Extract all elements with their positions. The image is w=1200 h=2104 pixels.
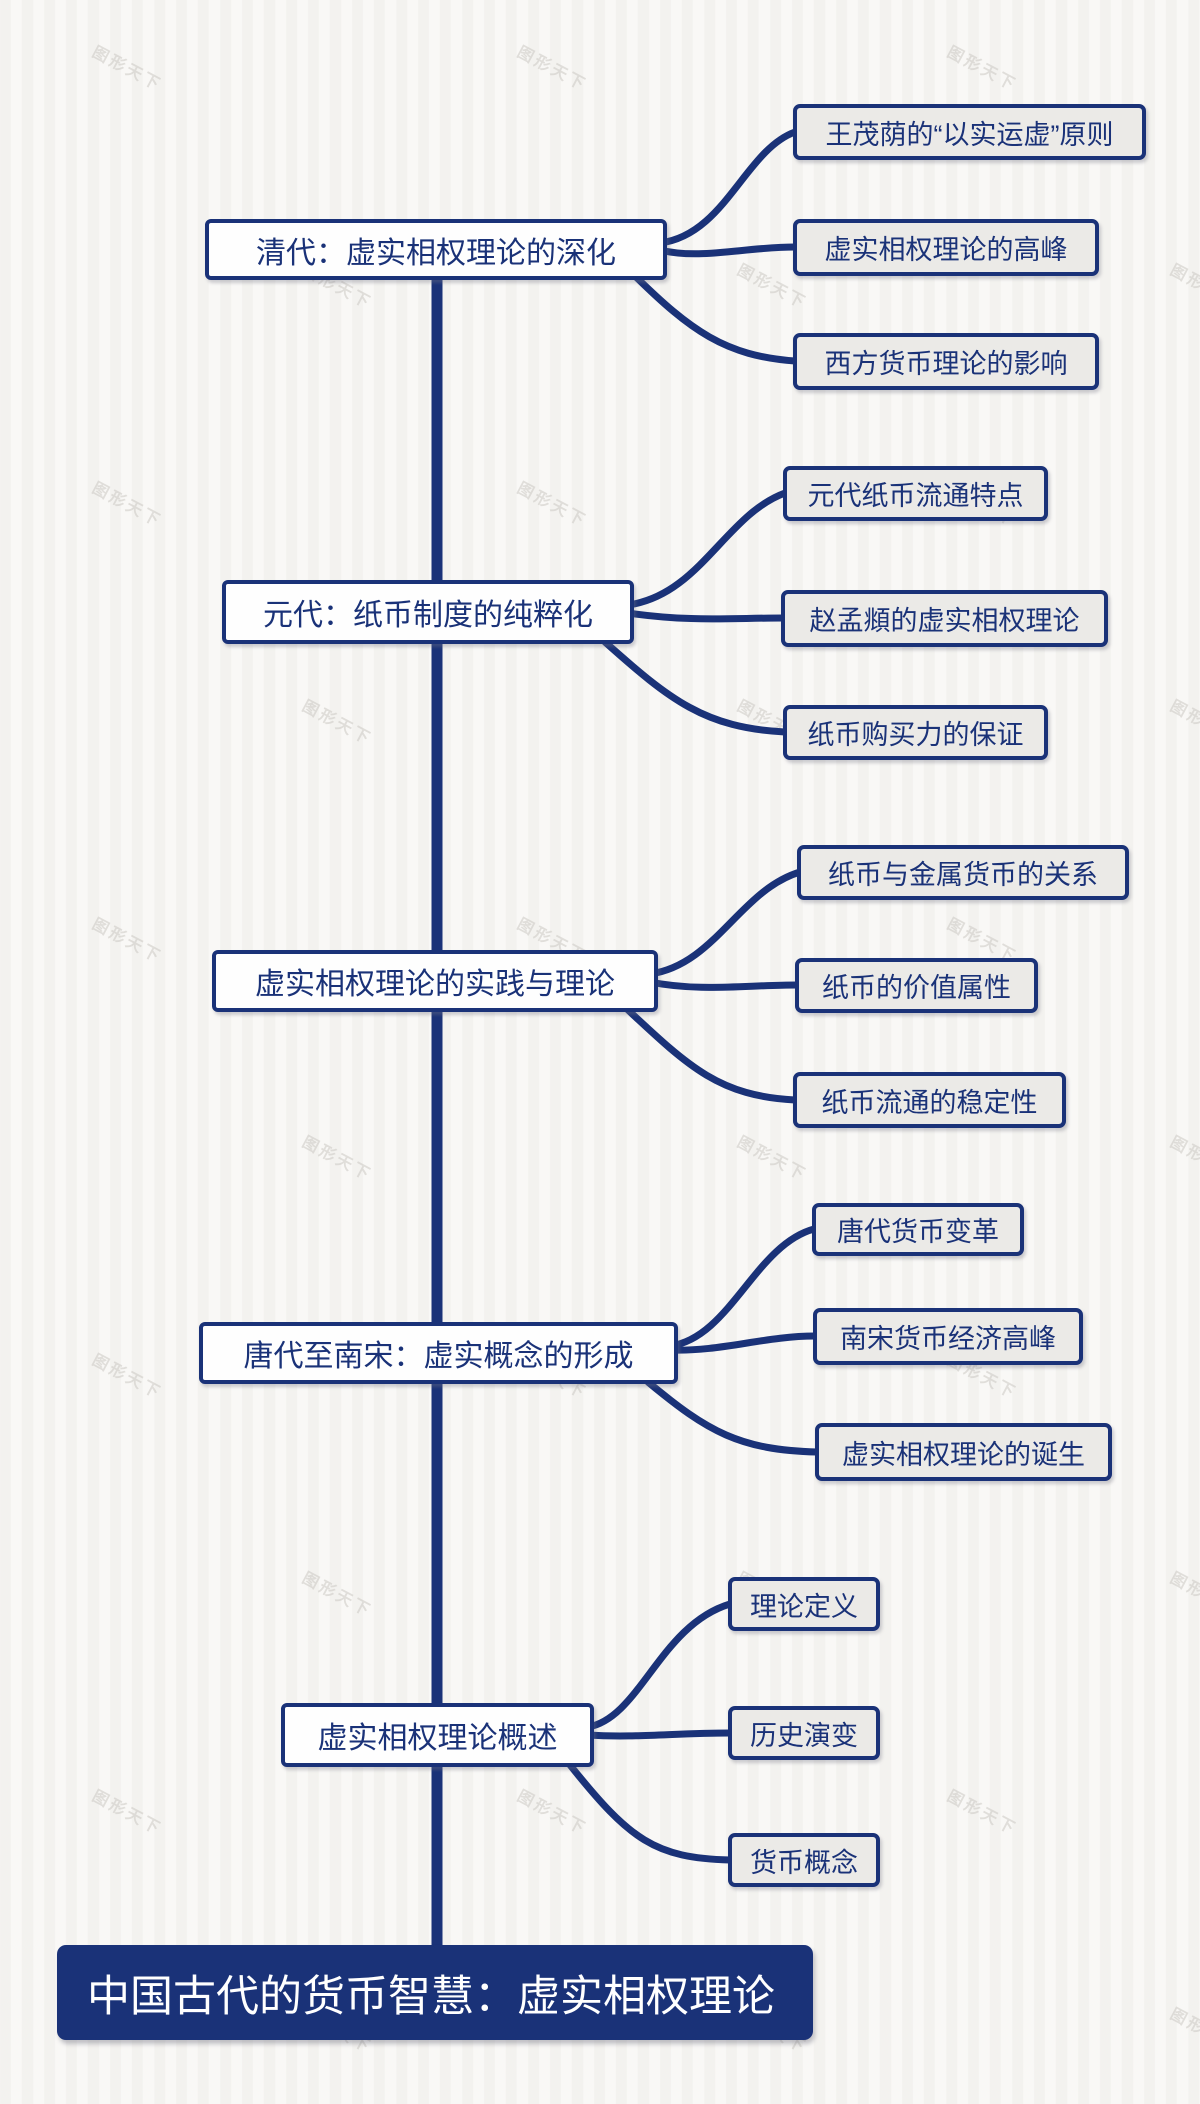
branch-connector <box>601 638 789 736</box>
subtopic-node-circulation-stability[interactable]: 纸币流通的稳定性 <box>793 1072 1066 1128</box>
subtopic-node-history-evolution[interactable]: 历史演变 <box>728 1706 880 1760</box>
branch-connector <box>656 243 799 258</box>
subtopic-node-value-attribute[interactable]: 纸币的价值属性 <box>795 958 1038 1013</box>
topic-node-tang-song[interactable]: 唐代至南宋：虚实概念的形成 <box>199 1322 678 1384</box>
branch-connector <box>646 868 804 978</box>
subtopic-node-purchasing-power[interactable]: 纸币购买力的保证 <box>783 705 1048 760</box>
topic-node-overview[interactable]: 虚实相权理论概述 <box>281 1703 594 1767</box>
subtopic-node-western-influence[interactable]: 西方货币理论的影响 <box>793 333 1099 390</box>
branch-connector <box>584 1729 734 1740</box>
topic-node-yuan[interactable]: 元代：纸币制度的纯粹化 <box>222 580 634 644</box>
branch-connector <box>631 272 799 365</box>
branch-connector <box>646 978 801 991</box>
branch-connector <box>584 1600 734 1731</box>
branch-connector <box>656 128 799 247</box>
branch-connector <box>624 1006 799 1104</box>
subtopic-node-currency-concept[interactable]: 货币概念 <box>728 1833 880 1887</box>
central-topic-node[interactable]: 中国古代的货币智慧：虚实相权理论 <box>57 1945 813 2040</box>
subtopic-node-theory-definition[interactable]: 理论定义 <box>728 1577 880 1631</box>
branch-connector <box>624 489 789 609</box>
subtopic-node-song-economy-peak[interactable]: 南宋货币经济高峰 <box>813 1308 1083 1365</box>
branch-connector <box>666 1332 819 1354</box>
branch-connector <box>666 1225 818 1350</box>
topic-node-qing[interactable]: 清代：虚实相权理论的深化 <box>205 219 667 280</box>
subtopic-node-yuan-circulation[interactable]: 元代纸币流通特点 <box>783 466 1048 521</box>
subtopic-node-tang-currency-reform[interactable]: 唐代货币变革 <box>812 1203 1024 1256</box>
topic-node-practice-theory[interactable]: 虚实相权理论的实践与理论 <box>212 950 658 1012</box>
subtopic-node-wang-maoyin[interactable]: 王茂荫的“以实运虚”原则 <box>793 104 1146 160</box>
subtopic-node-paper-metal-relation[interactable]: 纸币与金属货币的关系 <box>797 845 1129 900</box>
subtopic-node-theory-birth[interactable]: 虚实相权理论的诞生 <box>815 1423 1112 1481</box>
branch-connector <box>566 1761 734 1864</box>
subtopic-node-theory-peak[interactable]: 虚实相权理论的高峰 <box>793 219 1099 276</box>
subtopic-node-zhao-mengfu[interactable]: 赵孟頫的虚实相权理论 <box>781 590 1108 647</box>
branch-connector <box>624 609 787 623</box>
branch-connector <box>644 1378 821 1456</box>
